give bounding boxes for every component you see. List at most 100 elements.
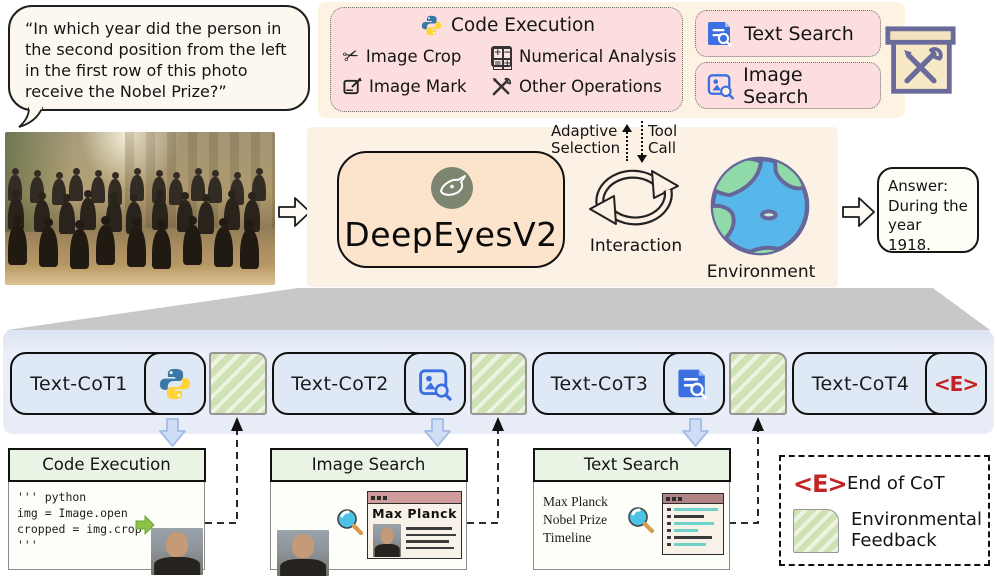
feedback-block-1: [209, 352, 267, 415]
cot3-label: Text-CoT3: [550, 372, 649, 395]
interaction-cycle-icon: [589, 169, 679, 226]
end-of-cot-label: End of CoT: [847, 472, 945, 494]
feedback-block-3: [729, 352, 787, 415]
cot2-to-panel-arrow: [424, 418, 451, 447]
toolbox-icon: [885, 26, 956, 94]
end-of-cot-symbol: <E>: [793, 470, 848, 498]
solvay-group-photo: [5, 132, 275, 285]
image-mark-icon: [343, 77, 362, 95]
tool-image-crop: ✂ Image Crop: [339, 43, 462, 69]
image-search-result-window: Max Planck: [367, 491, 462, 559]
platform-shape: [7, 288, 990, 336]
tool-numerical-analysis: +−=+ Numerical Analysis: [491, 45, 676, 70]
person-silhouette: [105, 192, 122, 232]
window-title-bar: [368, 492, 461, 504]
cot3-to-panel-arrow: [682, 418, 709, 447]
text-search-label: Text Search: [744, 22, 854, 45]
feedback-block-2: [470, 352, 527, 415]
cot2-image-search-icon: [404, 352, 466, 415]
person-silhouette: [95, 216, 115, 265]
calculator-icon: +−=+: [491, 45, 513, 70]
person-silhouette: [126, 218, 146, 267]
question-bubble: “In which year did the person in the sec…: [8, 5, 310, 111]
python-icon: [421, 15, 442, 36]
tool-call-label: Tool Call: [648, 122, 678, 157]
person-silhouette: [69, 168, 83, 201]
deepeyes-logo-icon: [431, 167, 473, 209]
cot4-end-of-cot-icon: <E>: [925, 352, 987, 415]
person-silhouette: [52, 172, 66, 205]
window-title-bar: [663, 494, 723, 504]
code-snippet: ''' python img = Image.open cropped = im…: [17, 490, 142, 553]
cot4-label: Text-CoT4: [811, 372, 910, 395]
search-query-text: Max Planck Nobel Prize Timeline: [543, 494, 608, 546]
text-search-chip: Text Search: [695, 10, 881, 57]
person-silhouette: [91, 170, 105, 203]
cot1-python-icon: [144, 352, 206, 415]
environmental-feedback-label: Environmental Feedback: [851, 509, 982, 551]
bubble-tail: [18, 107, 44, 128]
tool-other-operations: Other Operations: [491, 76, 676, 97]
image-search-icon: [707, 73, 735, 99]
person-silhouette: [191, 168, 205, 201]
cot-step-3: Text-CoT3: [532, 352, 725, 415]
feedback-dashed-connectors: [205, 417, 764, 524]
answer-box: Answer: During the year 1918.: [877, 167, 979, 254]
deepeyesv2-box: DeepEyesV2: [337, 151, 565, 268]
legend-end-of-cot: <E> End of CoT: [793, 470, 976, 498]
legend-environmental-feedback: Environmental Feedback: [793, 509, 982, 553]
tools-icon: [492, 77, 512, 96]
code-execution-panel-title: Code Execution: [7, 447, 206, 482]
cot-step-2: Text-CoT2: [272, 352, 466, 415]
person-silhouette: [38, 218, 58, 267]
result-text-lines: [406, 527, 456, 557]
person-silhouette: [214, 218, 234, 267]
text-search-icon: [708, 21, 732, 47]
magnifier-icon: [337, 509, 364, 536]
deepeyesv2-name: DeepEyesV2: [344, 215, 558, 254]
image-search-panel-title: Image Search: [269, 447, 468, 482]
photo-to-model-arrow: [278, 197, 311, 227]
legend: <E> End of CoT Environmental Feedback: [779, 455, 990, 566]
person-silhouette: [79, 190, 96, 230]
result-portrait: [373, 524, 401, 557]
question-text: “In which year did the person in the sec…: [25, 19, 287, 102]
cropped-person-image: [151, 528, 203, 575]
environmental-feedback-swatch: [793, 509, 839, 553]
environment-to-answer-arrow: [842, 197, 875, 227]
cot-step-4: Text-CoT4 <E>: [792, 352, 987, 415]
code-execution-title: Code Execution: [450, 15, 596, 36]
image-search-chip: Image Search: [695, 62, 881, 109]
cot2-label: Text-CoT2: [291, 372, 389, 395]
query-person-image: [277, 530, 329, 576]
cot1-label: Text-CoT1: [30, 372, 128, 395]
cot3-text-search-icon: [663, 352, 725, 415]
person-silhouette: [208, 170, 222, 203]
adaptive-selection-label: Adaptive Selection: [551, 122, 621, 157]
environment-globe-icon: [710, 156, 810, 256]
result-lines: [663, 507, 723, 546]
image-search-label: Image Search: [743, 63, 809, 108]
adaptive-selection-arrow: [626, 129, 628, 161]
tool-image-mark: Image Mark: [343, 76, 491, 97]
answer-text: Answer: During the year 1918.: [888, 177, 968, 254]
person-silhouette: [198, 194, 215, 234]
text-search-panel-title: Text Search: [532, 447, 731, 482]
magnifier-icon: [628, 507, 655, 534]
scissors-icon: ✂: [339, 43, 362, 69]
person-silhouette: [8, 216, 27, 265]
code-execution-toolgroup: Code Execution ✂ Image Crop +−=+ Numeric…: [330, 7, 683, 112]
image-search-panel: Image Search Max Planck: [269, 447, 468, 576]
person-silhouette: [183, 216, 203, 265]
interaction-label: Interaction: [589, 236, 683, 256]
cot1-to-panel-arrow: [159, 418, 186, 447]
tool-call-arrowhead: [637, 155, 647, 168]
cot-step-1: Text-CoT1: [10, 352, 206, 415]
person-silhouette: [240, 220, 260, 269]
person-silhouette: [169, 172, 183, 205]
adaptive-selection-arrowhead: [622, 119, 632, 132]
text-search-panel: Text Search Max Planck Nobel Prize Timel…: [532, 447, 731, 570]
person-silhouette: [152, 220, 172, 269]
text-search-result-window: [662, 493, 724, 555]
